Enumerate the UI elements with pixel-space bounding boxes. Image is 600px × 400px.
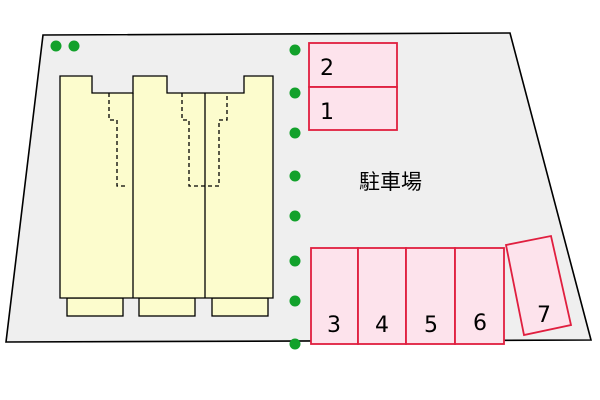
apartment-building <box>59 75 274 317</box>
shrubs <box>50 40 301 350</box>
shrub-dot-icon <box>289 255 301 267</box>
parking-spaces: 2 1 3 4 5 6 7 <box>308 42 573 345</box>
balcony-icon <box>138 297 196 317</box>
parking-space-7: 7 <box>504 234 573 337</box>
parking-space-5: 5 <box>405 247 456 345</box>
shrub-dot-icon <box>289 170 301 182</box>
shrub-dot-icon <box>289 127 301 139</box>
space-number: 6 <box>473 311 487 336</box>
building-outline <box>59 75 274 299</box>
balcony-icon <box>66 297 124 317</box>
parking-space-1: 1 <box>308 86 398 131</box>
space-number: 4 <box>375 313 389 338</box>
stairwell-dashed-icon <box>108 93 128 187</box>
shrub-dot-icon <box>289 210 301 222</box>
shrub-dot-icon <box>289 295 301 307</box>
space-number: 7 <box>537 303 551 328</box>
balcony-icon <box>211 297 269 317</box>
shrub-dot-icon <box>68 40 80 52</box>
parking-space-6: 6 <box>454 247 505 345</box>
space-number: 1 <box>320 100 334 125</box>
space-number: 2 <box>320 56 334 81</box>
shrub-dot-icon <box>289 338 301 350</box>
stairwell-dashed-icon <box>181 93 228 187</box>
shrub-dot-icon <box>289 87 301 99</box>
space-number: 3 <box>327 313 341 338</box>
shrub-dot-icon <box>289 44 301 56</box>
parking-space-4: 4 <box>357 247 407 345</box>
shrub-dot-icon <box>50 40 62 52</box>
space-number: 5 <box>424 313 438 338</box>
parking-space-3: 3 <box>310 247 359 345</box>
parking-space-2: 2 <box>308 42 398 88</box>
parking-area-label: 駐車場 <box>359 170 422 194</box>
